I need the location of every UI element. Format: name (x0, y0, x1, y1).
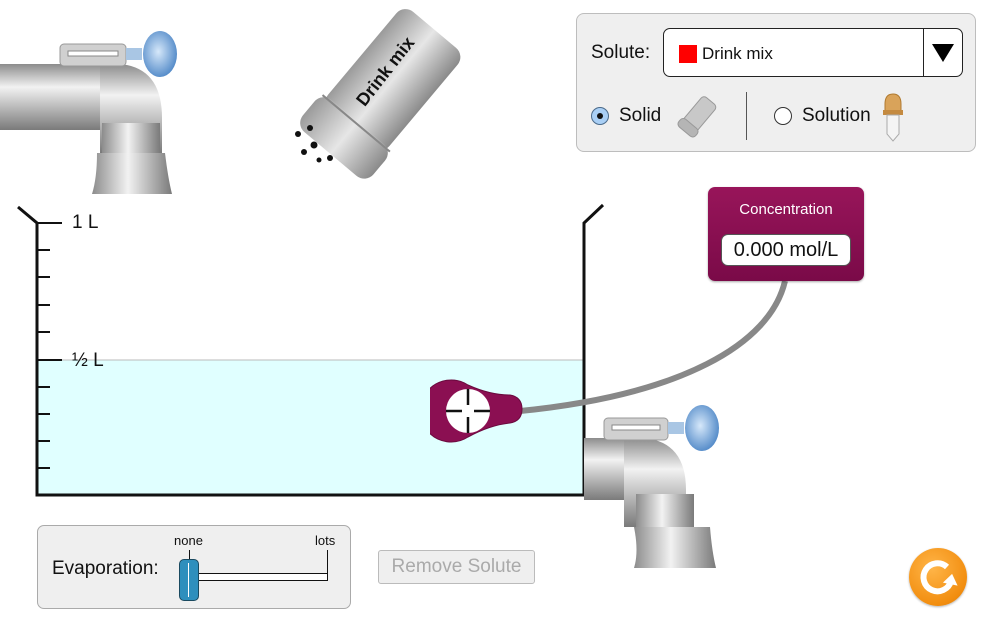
meter-title: Concentration (739, 201, 833, 218)
beaker (17, 203, 605, 497)
solute-color-swatch (679, 45, 697, 63)
probe-window (446, 389, 490, 433)
water-faucet-top[interactable] (0, 28, 185, 198)
concentration-meter[interactable]: Concentration 0.000 mol/L (708, 187, 864, 281)
solute-selected-value: Drink mix (702, 44, 773, 63)
solid-radio[interactable] (591, 107, 609, 125)
crosshair-icon (446, 389, 490, 433)
solid-radio-label[interactable]: Solid (619, 105, 662, 126)
solution-radio-label[interactable]: Solution (802, 105, 871, 126)
solute-dropdown-button[interactable] (923, 29, 962, 76)
slider-min-tick (189, 550, 190, 560)
probe-cable (519, 280, 788, 414)
solute-label: Solute: (591, 42, 651, 63)
beaker-outline (17, 203, 605, 497)
drain-faucet[interactable] (584, 402, 724, 572)
evaporation-label: Evaporation: (52, 558, 159, 579)
evaporation-min-label: none (174, 533, 203, 548)
dropper-icon (883, 93, 903, 142)
drink-mix-shaker[interactable]: Drink mix (270, 0, 470, 190)
solute-combo-box[interactable]: Drink mix (663, 28, 963, 77)
meter-probe[interactable] (430, 275, 810, 445)
evaporation-slider-track[interactable] (188, 573, 328, 581)
reset-all-button[interactable] (909, 548, 967, 606)
beaker-ticks (37, 222, 62, 469)
shaker-icon (677, 96, 717, 138)
divider (746, 92, 747, 140)
evaporation-slider-thumb[interactable] (179, 559, 199, 601)
solute-panel: Solute: Drink mix Solid Solution (576, 13, 976, 152)
reset-icon (920, 560, 958, 595)
remove-solute-button[interactable]: Remove Solute (378, 550, 535, 584)
beaker-max-label: 1 L (72, 212, 99, 233)
meter-readout: 0.000 mol/L (721, 234, 851, 266)
beaker-half-label: ½ L (72, 350, 104, 371)
evaporation-panel: Evaporation: none lots (37, 525, 351, 609)
triangle-down-icon (932, 44, 954, 62)
evaporation-max-label: lots (315, 533, 336, 548)
slider-max-tick (327, 550, 328, 580)
solution (37, 360, 584, 495)
shaker-icon: Drink mix (295, 9, 461, 179)
solution-radio[interactable] (774, 107, 792, 125)
